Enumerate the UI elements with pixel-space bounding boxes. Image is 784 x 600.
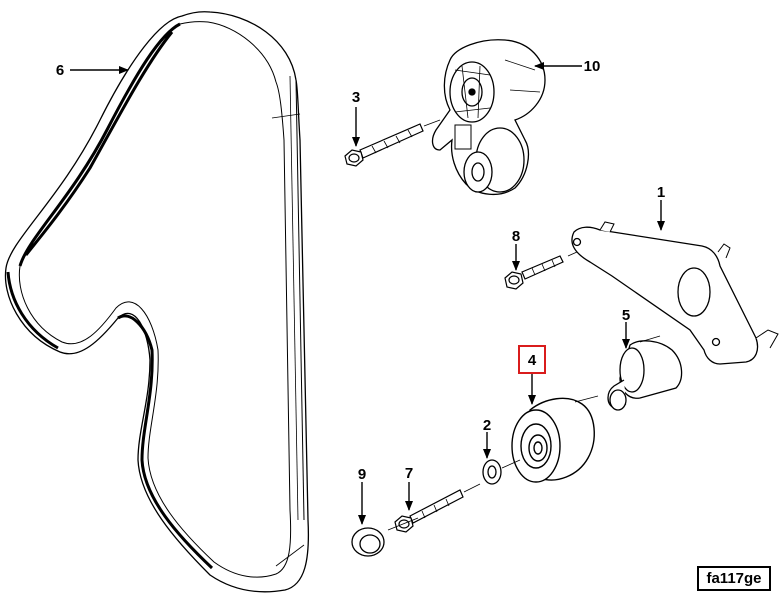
reference-code-text: fa117ge (706, 570, 762, 587)
callout-3: 3 (352, 89, 360, 106)
idler-bracket (571, 221, 779, 365)
idler-spacer (607, 335, 683, 411)
assembly-centerlines (387, 119, 599, 531)
figure-reference-code: fa117ge (697, 566, 771, 591)
callout-1: 1 (657, 184, 665, 201)
callout-4: 4 (528, 352, 537, 369)
bracket-bolt (504, 255, 564, 290)
idler-pulley (511, 397, 595, 483)
dust-cap (351, 527, 385, 557)
belt-tensioner (431, 39, 546, 195)
callout-9: 9 (358, 466, 366, 483)
callout-arrows (70, 62, 665, 525)
tensioner-bolt (344, 123, 424, 167)
callout-10: 10 (584, 58, 601, 75)
callout-6: 6 (56, 62, 64, 79)
drive-belt (4, 11, 310, 593)
washer (482, 459, 502, 485)
highlight-box-callout-4 (518, 345, 546, 374)
callout-2: 2 (483, 417, 491, 434)
callout-7: 7 (405, 465, 413, 482)
callout-8: 8 (512, 228, 520, 245)
pulley-bolt (394, 489, 464, 533)
callout-5: 5 (622, 307, 630, 324)
